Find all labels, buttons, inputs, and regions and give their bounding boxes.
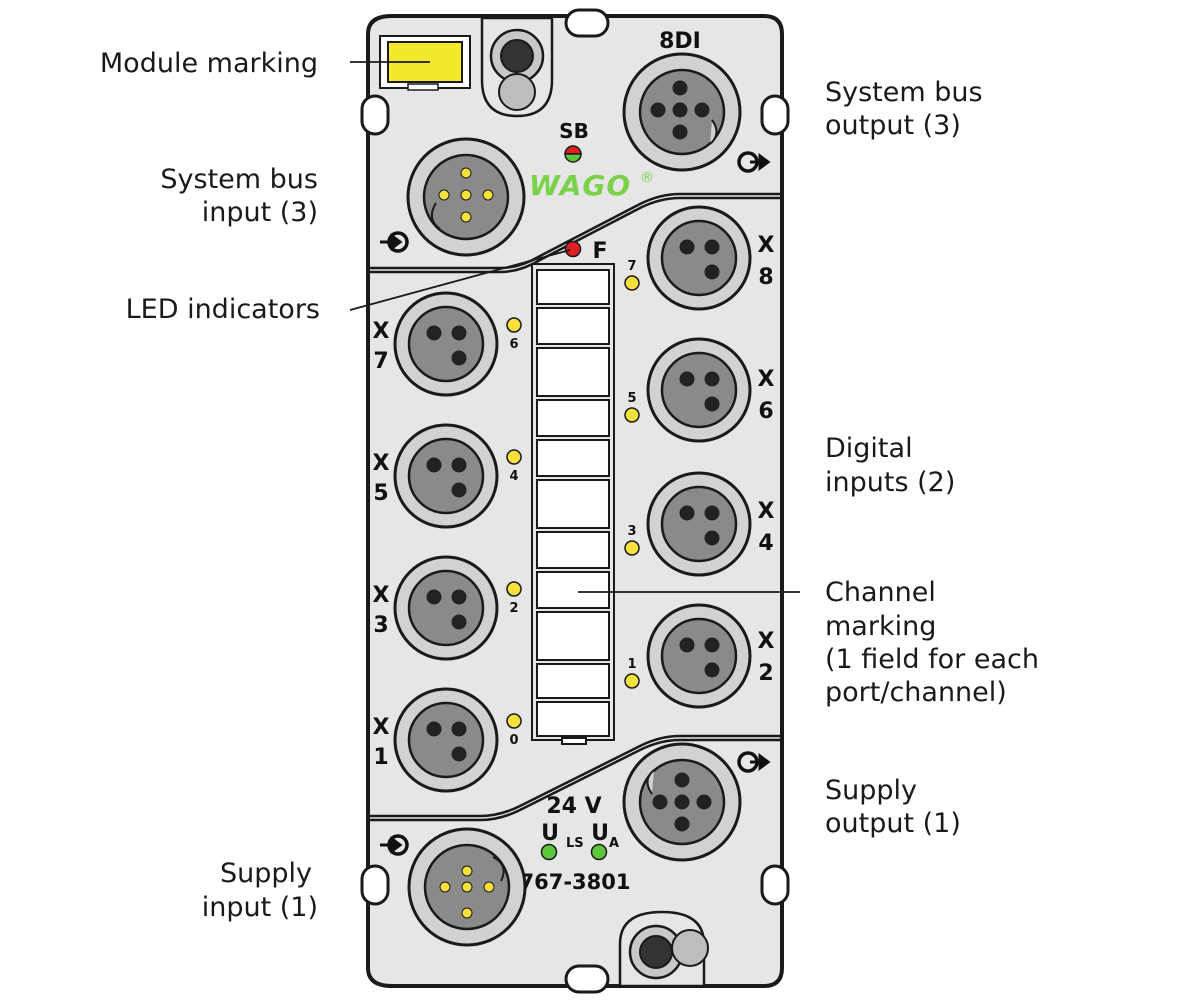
port-x7-x: X — [373, 319, 390, 344]
led-4-label: 4 — [509, 469, 518, 484]
port-x4-x: X — [758, 499, 775, 524]
port-x6: X 6 5 — [624, 337, 775, 443]
led-6-label: 6 — [509, 337, 518, 352]
callout-supply-input-line2: input (1) — [202, 892, 318, 923]
led-2-label: 2 — [509, 601, 518, 616]
top-screw — [480, 16, 554, 118]
port-x2-number: 2 — [758, 661, 773, 686]
output-arrow-icon — [737, 151, 771, 173]
u-a-subscript: A — [609, 836, 619, 851]
module-type-label: 8DI — [659, 29, 701, 54]
callout-supply-output-line1: Supply — [825, 775, 917, 806]
port-x5-x: X — [373, 451, 390, 476]
callout-system-bus-output-line1: System bus — [825, 77, 983, 108]
port-x5-number: 5 — [373, 481, 388, 506]
port-x5: X 5 4 — [373, 423, 522, 529]
system-bus-output-connector — [622, 52, 742, 172]
callout-system-bus-input-line2: input (3) — [202, 197, 318, 228]
sb-label: SB — [559, 119, 589, 143]
led-3-label: 3 — [627, 524, 636, 539]
supply-output-connector — [622, 742, 742, 862]
led-2 — [506, 581, 522, 597]
channel-marking-strip — [531, 263, 615, 745]
port-x3-x: X — [373, 583, 390, 608]
supply-input-arrow-icon — [380, 834, 409, 856]
port-x2-x: X — [758, 629, 775, 654]
callout-system-bus-input-line1: System bus — [160, 164, 318, 195]
port-x2: X 2 1 — [624, 603, 775, 709]
port-x6-x: X — [758, 367, 775, 392]
f-label: F — [592, 239, 607, 264]
module-marking-label — [379, 35, 471, 91]
port-x4-number: 4 — [758, 531, 773, 556]
panel-dividers — [368, 192, 782, 822]
port-x7: X 7 6 — [373, 291, 522, 397]
port-x8-number: 8 — [758, 265, 773, 290]
u-ls-subscript: LS — [566, 836, 584, 851]
supply-output-arrow-icon — [737, 751, 771, 773]
callout-module-marking: Module marking — [100, 48, 318, 79]
port-x1-x: X — [373, 715, 390, 740]
port-x6-number: 6 — [758, 399, 773, 424]
registered-mark: ® — [640, 170, 654, 186]
callout-channel-marking-line3: (1 field for each — [825, 644, 1039, 675]
port-x8: X 8 7 — [624, 205, 775, 311]
port-x3-number: 3 — [373, 613, 388, 638]
u-a-led — [590, 843, 608, 861]
callout-channel-marking-line4: port/channel) — [825, 677, 1007, 708]
led-3 — [624, 540, 640, 556]
system-bus-input-connector — [406, 137, 526, 257]
port-x3: X 3 2 — [373, 555, 522, 661]
callout-digital-inputs-line1: Digital — [825, 433, 913, 464]
callout-supply-input-line1: Supply — [220, 858, 312, 889]
callout-digital-inputs-line2: inputs (2) — [825, 467, 955, 498]
led-7-label: 7 — [627, 259, 636, 274]
led-5 — [624, 407, 640, 423]
leader-lines — [349, 61, 800, 593]
port-x8-x: X — [758, 233, 775, 258]
led-5-label: 5 — [627, 391, 636, 406]
port-x1: X 1 0 — [373, 687, 522, 793]
u-ls-led — [540, 843, 558, 861]
port-x4: X 4 3 — [624, 471, 775, 577]
callout-channel-marking-line1: Channel — [825, 577, 936, 608]
led-4 — [506, 449, 522, 465]
led-0 — [506, 713, 522, 729]
supply-input-connector — [407, 827, 527, 947]
led-0-label: 0 — [509, 733, 518, 748]
led-7 — [624, 275, 640, 291]
input-arrow-icon — [380, 231, 409, 253]
callout-supply-output-line2: output (1) — [825, 808, 961, 839]
mounting-slots — [360, 8, 790, 994]
port-x7-number: 7 — [373, 349, 388, 374]
u-ls-label: U — [541, 821, 559, 846]
led-1 — [624, 673, 640, 689]
sb-led — [564, 145, 582, 163]
voltage-label: 24 V — [546, 794, 601, 819]
callout-system-bus-output-line2: output (3) — [825, 110, 961, 141]
bottom-screw — [618, 910, 709, 988]
f-led — [564, 240, 582, 258]
led-1-label: 1 — [627, 657, 636, 672]
callout-channel-marking-line2: marking — [825, 611, 936, 642]
port-x1-number: 1 — [373, 745, 388, 770]
callout-led-indicators: LED indicators — [126, 294, 320, 325]
wago-logo: WAGO — [529, 169, 631, 202]
part-number: 767-3801 — [520, 870, 631, 894]
led-6 — [506, 317, 522, 333]
u-a-label: U — [591, 821, 609, 846]
